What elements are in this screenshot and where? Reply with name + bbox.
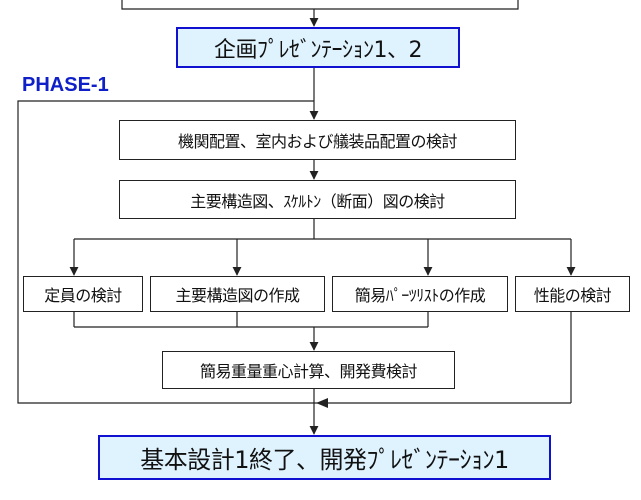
node-teiin: 定員の検討: [23, 276, 143, 312]
loop-arrowhead-tri: [316, 398, 328, 408]
feedback-loop: [17, 100, 571, 404]
top-box-edge: [121, 0, 519, 10]
node-shuyou-kouzou-kentou: 主要構造図、ｽｹﾙﾄﾝ（断面）図の検討: [119, 180, 516, 219]
phase-label: PHASE-1: [22, 74, 109, 96]
node-seinou: 性能の検討: [515, 276, 630, 312]
node-shuyou-kouzou-sakusei: 主要構造図の作成: [150, 276, 325, 312]
node-kihon-sekkei: 基本設計1終了、開発ﾌﾟﾚｾﾞﾝﾃｰｼｮﾝ1: [98, 435, 551, 480]
node-kikan-haichi: 機関配置、室内および艤装品配置の検討: [119, 120, 516, 160]
node-parts-list: 簡易ﾊﾟｰﾂﾘｽﾄの作成: [332, 276, 508, 312]
node-kikaku-presentation: 企画ﾌﾟﾚｾﾞﾝﾃｰｼｮﾝ1、2: [176, 27, 460, 68]
node-juryou-keisan: 簡易重量重心計算、開発費検討: [162, 351, 455, 389]
